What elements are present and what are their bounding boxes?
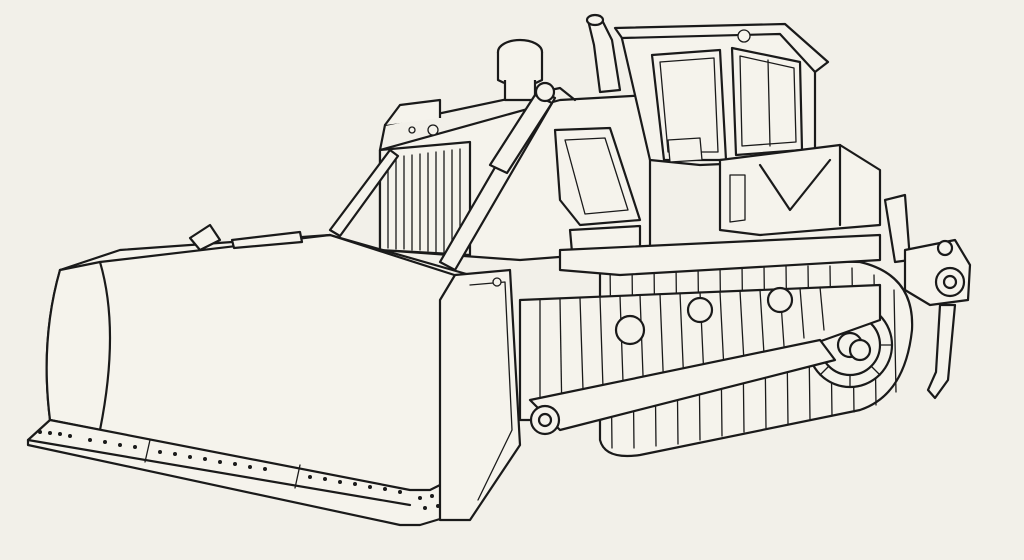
blade-bracket bbox=[188, 223, 304, 252]
rear-fender bbox=[718, 143, 882, 237]
cab bbox=[613, 22, 830, 167]
dozer-blade bbox=[26, 233, 522, 527]
lift-cylinder bbox=[438, 81, 557, 272]
air-intake bbox=[496, 38, 544, 102]
tilt-cylinder bbox=[328, 148, 400, 238]
deck bbox=[558, 233, 882, 277]
exhaust-stack bbox=[585, 13, 622, 94]
engine-hood bbox=[378, 86, 652, 262]
cutting-edge-bolts bbox=[38, 430, 440, 510]
ripper bbox=[883, 193, 972, 400]
push-arm bbox=[528, 338, 837, 436]
